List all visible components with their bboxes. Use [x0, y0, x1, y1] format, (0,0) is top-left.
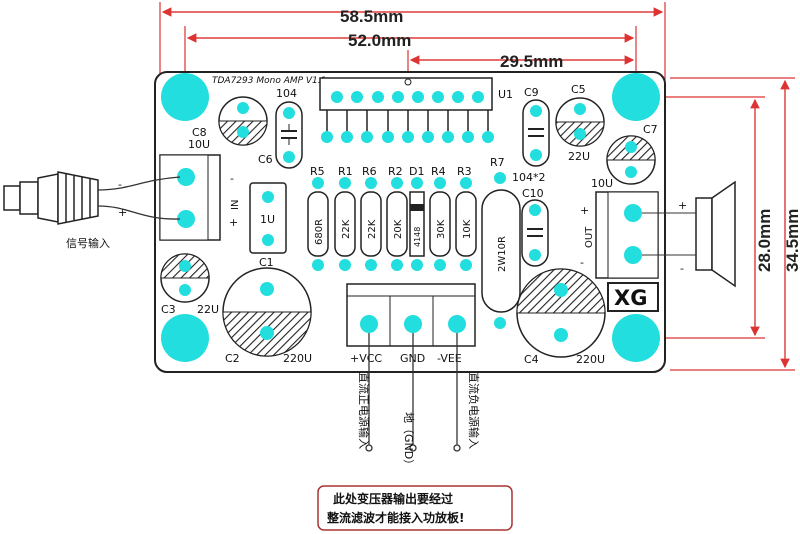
c5-label: C5 — [571, 83, 586, 96]
c2-value: 220U — [283, 352, 312, 365]
power-connector — [346, 283, 476, 347]
output-plus-label: + — [580, 204, 589, 217]
input-wires — [97, 176, 181, 220]
c7-capacitor — [606, 135, 656, 185]
c8-capacitor — [218, 96, 268, 146]
mounting-hole-bottom-right — [612, 314, 660, 362]
mounting-hole-top-left — [161, 73, 209, 121]
mounting-hole-bottom-left — [161, 314, 209, 362]
r4-ref: R4 — [431, 165, 446, 178]
r3-ref: R3 — [457, 165, 472, 178]
output-connector — [595, 191, 659, 279]
c2-label: C2 — [225, 352, 240, 365]
c7-value: 10U — [591, 177, 613, 190]
c10-label: C10 — [522, 187, 544, 200]
dimension-lines — [159, 2, 795, 371]
dimension-total-height: 34.5mm — [783, 209, 800, 272]
c7-label: C7 — [643, 123, 658, 136]
c4-value: 220U — [576, 353, 605, 366]
speaker-minus-label: - — [680, 262, 684, 275]
output-minus-label: - — [580, 256, 584, 269]
note-line-1: 此处变压器输出要经过 — [333, 491, 453, 506]
resistor-row — [307, 177, 477, 271]
c8-label: C8 — [192, 126, 207, 139]
r1-value: 22K — [341, 219, 352, 239]
jack-plus-label: + — [118, 206, 127, 219]
mounting-hole-top-right — [612, 73, 660, 121]
resistor-r2 — [386, 177, 408, 271]
c9-label: C9 — [524, 86, 539, 99]
input-connector — [159, 154, 221, 241]
c4-capacitor — [516, 268, 606, 358]
vee-caption: 直流负电源输入 — [467, 372, 481, 449]
speaker-icon — [642, 180, 736, 288]
resistor-r4 — [429, 177, 451, 271]
r5-value: 680R — [314, 219, 325, 245]
input-plus-label: + — [229, 216, 238, 229]
dimension-total-width: 58.5mm — [340, 7, 403, 26]
c10-value: 104*2 — [512, 171, 546, 184]
c6-capacitor — [275, 101, 303, 169]
input-minus-label: - — [230, 172, 234, 185]
resistor-r3 — [455, 177, 477, 271]
c10-capacitor — [521, 199, 549, 267]
u1-label: U1 — [498, 88, 513, 101]
r7-label: R7 — [490, 156, 505, 169]
resistor-refs: R5 R1 R6 R2 D1 R4 R3 — [310, 165, 472, 178]
vee-label: -VEE — [437, 352, 462, 365]
u1-chip — [319, 77, 494, 143]
output-label: OUT — [584, 226, 595, 248]
c5-value: 22U — [568, 150, 590, 163]
rca-jack — [3, 171, 99, 225]
mounting-holes — [161, 73, 660, 362]
c2-capacitor — [222, 267, 312, 357]
resistor-values: 680R 22K 22K 20K 4148 30K 10K — [314, 219, 473, 247]
resistor-r5 — [307, 177, 329, 271]
dimension-partial-width: 29.5mm — [500, 52, 563, 71]
c9-capacitor — [522, 99, 550, 167]
c6-label: C6 — [258, 153, 273, 166]
r4-value: 30K — [436, 219, 447, 239]
note-line-2: 整流滤波才能接入功放板! — [326, 510, 464, 525]
c8-value: 10U — [188, 138, 210, 151]
resistor-r1 — [334, 177, 356, 271]
diode-d1 — [409, 177, 425, 271]
jack-minus-label: - — [118, 178, 122, 191]
dimension-hole-height: 28.0mm — [755, 209, 774, 272]
d1-value: 4148 — [413, 227, 422, 247]
r2-ref: R2 — [388, 165, 403, 178]
r3-value: 10K — [462, 219, 473, 239]
transformer-note: 此处变压器输出要经过 整流滤波才能接入功放板! — [317, 485, 513, 531]
c4-label: C4 — [524, 353, 539, 366]
r1-ref: R1 — [338, 165, 353, 178]
resistor-r6 — [360, 177, 382, 271]
input-label: IN — [230, 200, 241, 210]
r5-ref: R5 — [310, 165, 325, 178]
c5-capacitor — [555, 97, 605, 147]
r2-value: 20K — [393, 219, 404, 239]
svg-text:XG: XG — [614, 286, 647, 310]
d1-ref: D1 — [409, 165, 424, 178]
r6-ref: R6 — [362, 165, 377, 178]
c3-label: C3 — [161, 303, 176, 316]
c6-value: 104 — [276, 87, 297, 100]
c3-capacitor — [160, 253, 210, 303]
c1-label: C1 — [259, 256, 274, 269]
vcc-label: +VCC — [350, 352, 382, 365]
power-wires — [365, 333, 461, 452]
r7-value: 2W10R — [497, 236, 508, 272]
vcc-caption: 直流正电源输入 — [357, 372, 371, 449]
r6-value: 22K — [367, 219, 378, 239]
board-title: TDA7293 Mono AMP V1.1 — [212, 76, 326, 86]
signal-input-label: 信号输入 — [66, 236, 110, 250]
xg-logo: XG — [607, 282, 659, 312]
c1-capacitor — [249, 182, 287, 254]
speaker-plus-label: + — [678, 199, 687, 212]
c3-value: 22U — [197, 303, 219, 316]
gnd-caption: 地（GND） — [402, 412, 415, 470]
c1-value: 1U — [260, 213, 275, 226]
r7-resistor — [481, 172, 521, 329]
dimension-hole-width: 52.0mm — [348, 31, 411, 50]
